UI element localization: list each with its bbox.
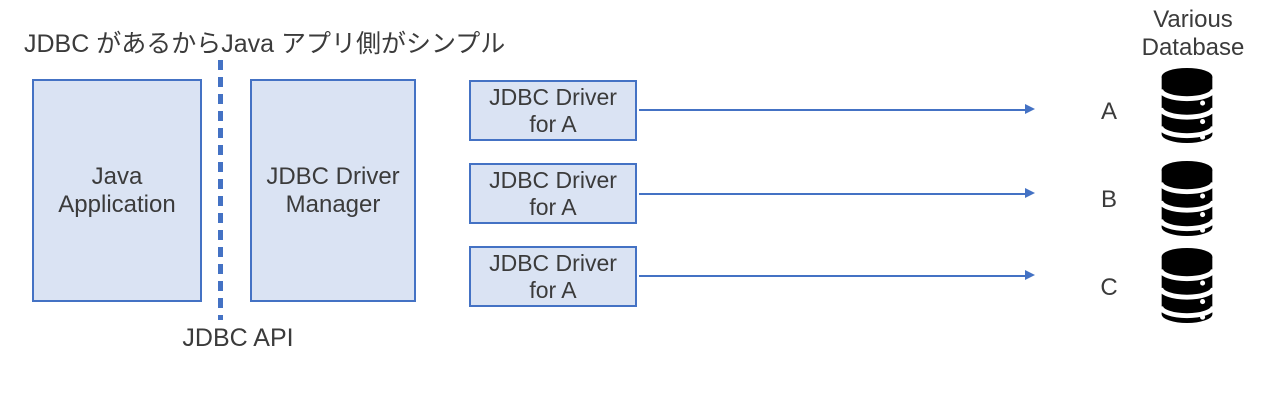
jdbc-driver-manager-label: JDBC Driver Manager	[266, 163, 399, 219]
jdbc-driver-box-3-line2: for A	[529, 276, 577, 303]
jdbc-driver-box-2: JDBC Driver for A	[469, 163, 637, 224]
arrow-driver3-to-database-c	[639, 270, 1035, 280]
database-a-label: A	[1100, 98, 1117, 125]
jdbc-api-label: JDBC API	[182, 324, 294, 352]
jdbc-driver-box-3: JDBC Driver for A	[469, 246, 637, 307]
jdbc-driver-box-2-label: JDBC Driver for A	[489, 167, 617, 221]
database-icon	[1158, 160, 1216, 236]
jdbc-driver-box-2-line1: JDBC Driver	[489, 166, 617, 193]
jdbc-driver-box-1-line2: for A	[529, 110, 577, 137]
jdbc-api-dashed-line	[218, 60, 223, 320]
various-database-heading-line2: Database	[1141, 34, 1245, 61]
arrow-driver2-to-database-b	[639, 188, 1035, 198]
arrow-driver1-to-database-a	[639, 104, 1035, 114]
jdbc-driver-box-1: JDBC Driver for A	[469, 80, 637, 141]
database-icon	[1158, 67, 1216, 143]
jdbc-driver-box-1-label: JDBC Driver for A	[489, 84, 617, 138]
database-b-label: B	[1100, 186, 1117, 213]
jdbc-driver-box-3-label: JDBC Driver for A	[489, 250, 617, 304]
jdbc-driver-manager-label-line2: Manager	[285, 190, 381, 218]
jdbc-driver-manager-label-line1: JDBC Driver	[266, 162, 400, 190]
java-application-label-line1: Java	[91, 162, 143, 190]
java-application-label-line2: Application	[58, 190, 176, 218]
database-c-label: C	[1100, 274, 1118, 301]
jdbc-driver-box-3-line1: JDBC Driver	[489, 249, 617, 276]
diagram-title: JDBC があるからJava アプリ側がシンプル	[24, 30, 506, 58]
various-database-heading-line1: Various	[1153, 6, 1233, 33]
java-application-label: Java Application	[58, 163, 175, 219]
various-database-heading: Various Database	[1128, 6, 1258, 62]
jdbc-driver-manager-box: JDBC Driver Manager	[250, 79, 416, 302]
jdbc-driver-box-1-line1: JDBC Driver	[489, 83, 617, 110]
database-icon	[1158, 247, 1216, 323]
java-application-box: Java Application	[32, 79, 202, 302]
jdbc-driver-box-2-line2: for A	[529, 193, 577, 220]
